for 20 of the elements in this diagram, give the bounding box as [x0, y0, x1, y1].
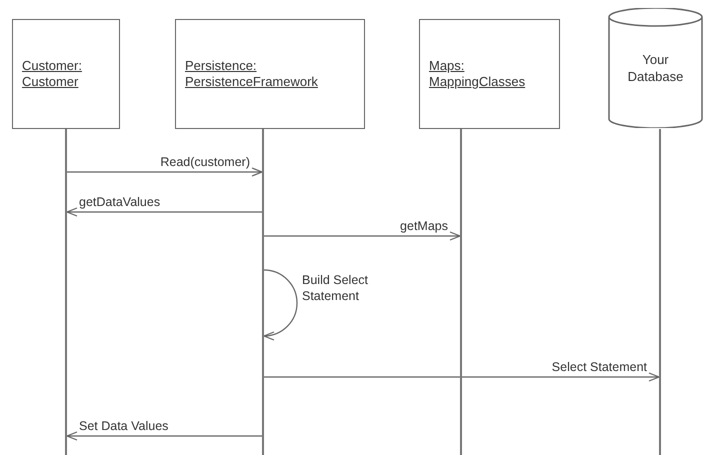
lifeline — [262, 129, 264, 455]
object-name: Persistence: PersistenceFramework — [185, 58, 319, 90]
message-label: Read(customer) — [160, 155, 250, 170]
self-message-arrow — [263, 269, 298, 340]
object-box — [175, 19, 365, 129]
object-name: Customer: Customer — [22, 58, 83, 90]
object-box — [419, 19, 560, 129]
message-arrow — [66, 207, 262, 217]
message-arrow — [264, 231, 461, 241]
lifeline — [65, 129, 67, 455]
message-arrow — [264, 372, 660, 382]
lifeline — [460, 129, 462, 455]
object-name: Maps: MappingClasses — [429, 58, 526, 90]
message-arrow — [67, 167, 263, 177]
lifeline — [659, 129, 661, 455]
object-box — [12, 19, 120, 129]
message-arrow — [66, 431, 262, 441]
message-label: getMaps — [400, 219, 448, 234]
message-label: getDataValues — [79, 195, 160, 210]
database-label: Your Database — [626, 51, 684, 85]
